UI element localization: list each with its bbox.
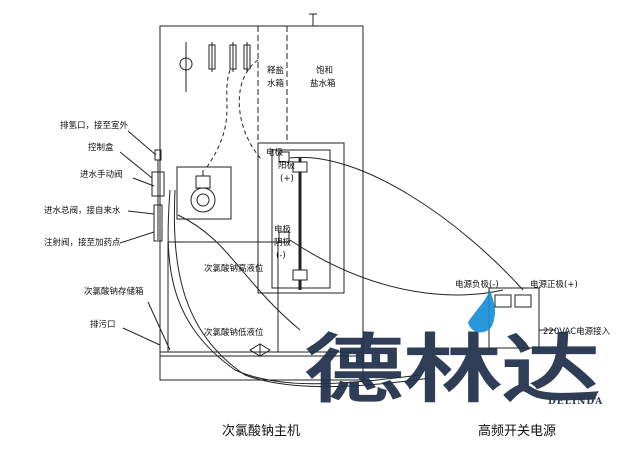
anode-label: 电极 阳极 (+) (266, 147, 296, 184)
svg-text:电极: 电极 (266, 147, 284, 158)
svg-text:阳极: 阳极 (278, 160, 296, 171)
saturated-tank-label: 饱和 盐水箱 (310, 65, 336, 89)
svg-text:盐水箱: 盐水箱 (310, 78, 336, 89)
pump-housing (176, 166, 232, 220)
svg-text:(+): (+) (280, 174, 294, 184)
high-level-label: 次氯酸钠高液位 (204, 263, 264, 274)
svg-text:电极: 电极 (274, 224, 292, 235)
salt-tank-label: 释盐 水箱 (267, 65, 285, 89)
cathode-label: 电极 阴极 (-) (274, 224, 292, 261)
storage-tank-label: 次氯酸钠存储箱 (84, 286, 144, 297)
svg-text:DELINDA: DELINDA (548, 397, 603, 407)
main-inlet-label: 进水总阀，接自来水 (44, 205, 121, 216)
low-level-label: 次氯酸钠低液位 (204, 327, 264, 338)
control-box-label: 控制盒 (88, 142, 114, 153)
watermark-logo: 德林达 DELINDA (305, 290, 603, 413)
flow-meters (179, 42, 251, 92)
svg-text:水箱: 水箱 (267, 78, 285, 89)
psu-positive-label: 电源正极(+) (530, 279, 578, 290)
ac-input-label: 220VAC电源接入 (543, 326, 611, 337)
psu-negative-label: 电源负极(-) (455, 279, 499, 290)
vent-label: 排氢口，接至室外 (60, 120, 129, 131)
main-unit-caption: 次氯酸钠主机 (222, 423, 300, 439)
svg-text:德林达: 德林达 (305, 327, 600, 413)
injection-label: 注射阀，接至加药点 (44, 237, 121, 248)
svg-text:(-): (-) (276, 251, 286, 261)
svg-text:释盐: 释盐 (267, 65, 285, 76)
svg-text:阴极: 阴极 (274, 237, 292, 248)
svg-text:饱和: 饱和 (316, 65, 333, 76)
inlet-valve-label: 进水手动阀 (80, 169, 123, 180)
power-supply-caption: 高频开关电源 (478, 423, 556, 439)
drain-label: 排污口 (90, 319, 116, 330)
electrolysis-cell (257, 142, 345, 294)
water-drop-icon (468, 290, 496, 333)
